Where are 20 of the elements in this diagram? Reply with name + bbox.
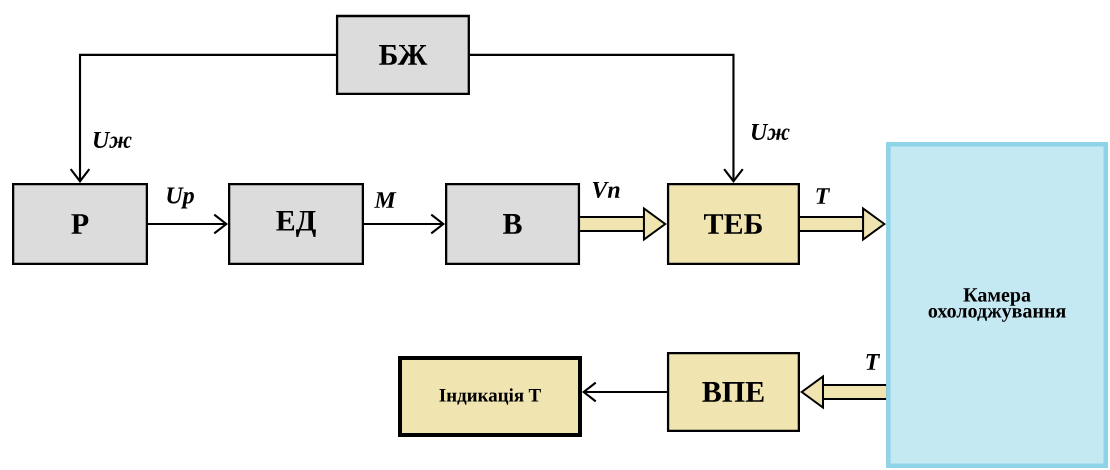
block-box: БЖ: [335, 14, 470, 95]
block-box: ВПЕ: [666, 351, 800, 433]
block-box: В: [445, 182, 581, 266]
edge-label: Vn: [590, 180, 622, 200]
arrow: [148, 213, 228, 235]
edge-label: Uж: [748, 122, 792, 142]
block-box: ТЕБ: [666, 182, 800, 266]
edge-label: Up: [164, 186, 196, 210]
edge-label: M: [373, 190, 398, 210]
block-box: ЕД: [228, 182, 364, 266]
edge-label: T: [813, 186, 831, 206]
edge-label: T: [863, 352, 881, 372]
chamber-box: Камера охолоджування: [886, 142, 1109, 469]
arrow: [364, 213, 445, 235]
arrow: [69, 53, 336, 183]
block-box: Індикація Т: [398, 356, 582, 438]
arrow: [469, 53, 744, 183]
edge-label: Uж: [90, 130, 134, 150]
block-box: Р: [12, 182, 148, 266]
arrow: [582, 381, 667, 403]
